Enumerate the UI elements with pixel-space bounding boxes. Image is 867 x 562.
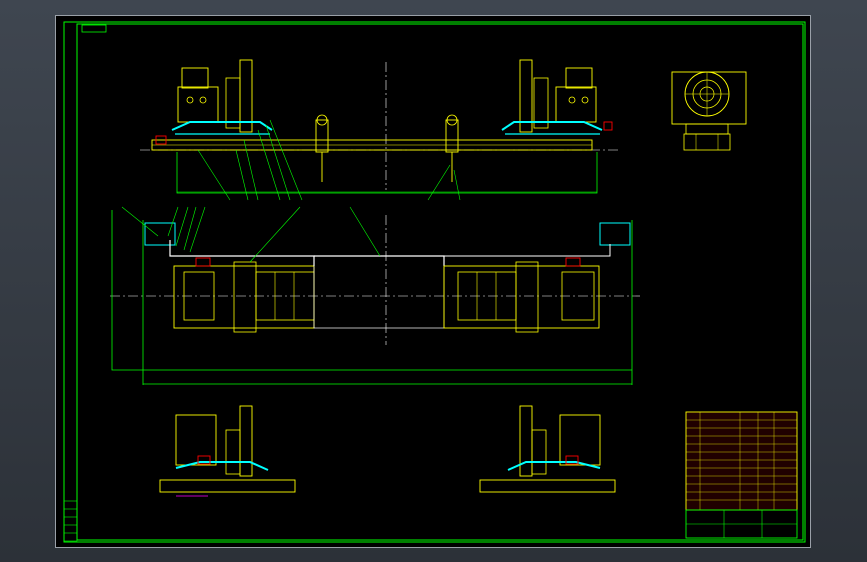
bottom-right-view	[479, 405, 616, 493]
title-block	[685, 509, 798, 539]
inner-frame	[76, 23, 804, 541]
top-elevation-view	[140, 59, 620, 201]
middle-plan-view	[110, 206, 640, 385]
revision-block	[63, 500, 78, 542]
detail-view	[671, 71, 747, 151]
parts-list	[685, 411, 798, 511]
sheet-label-box	[81, 24, 107, 33]
drawing-sheet	[55, 15, 811, 548]
outer-frame	[63, 21, 806, 543]
bottom-left-view	[159, 405, 296, 497]
